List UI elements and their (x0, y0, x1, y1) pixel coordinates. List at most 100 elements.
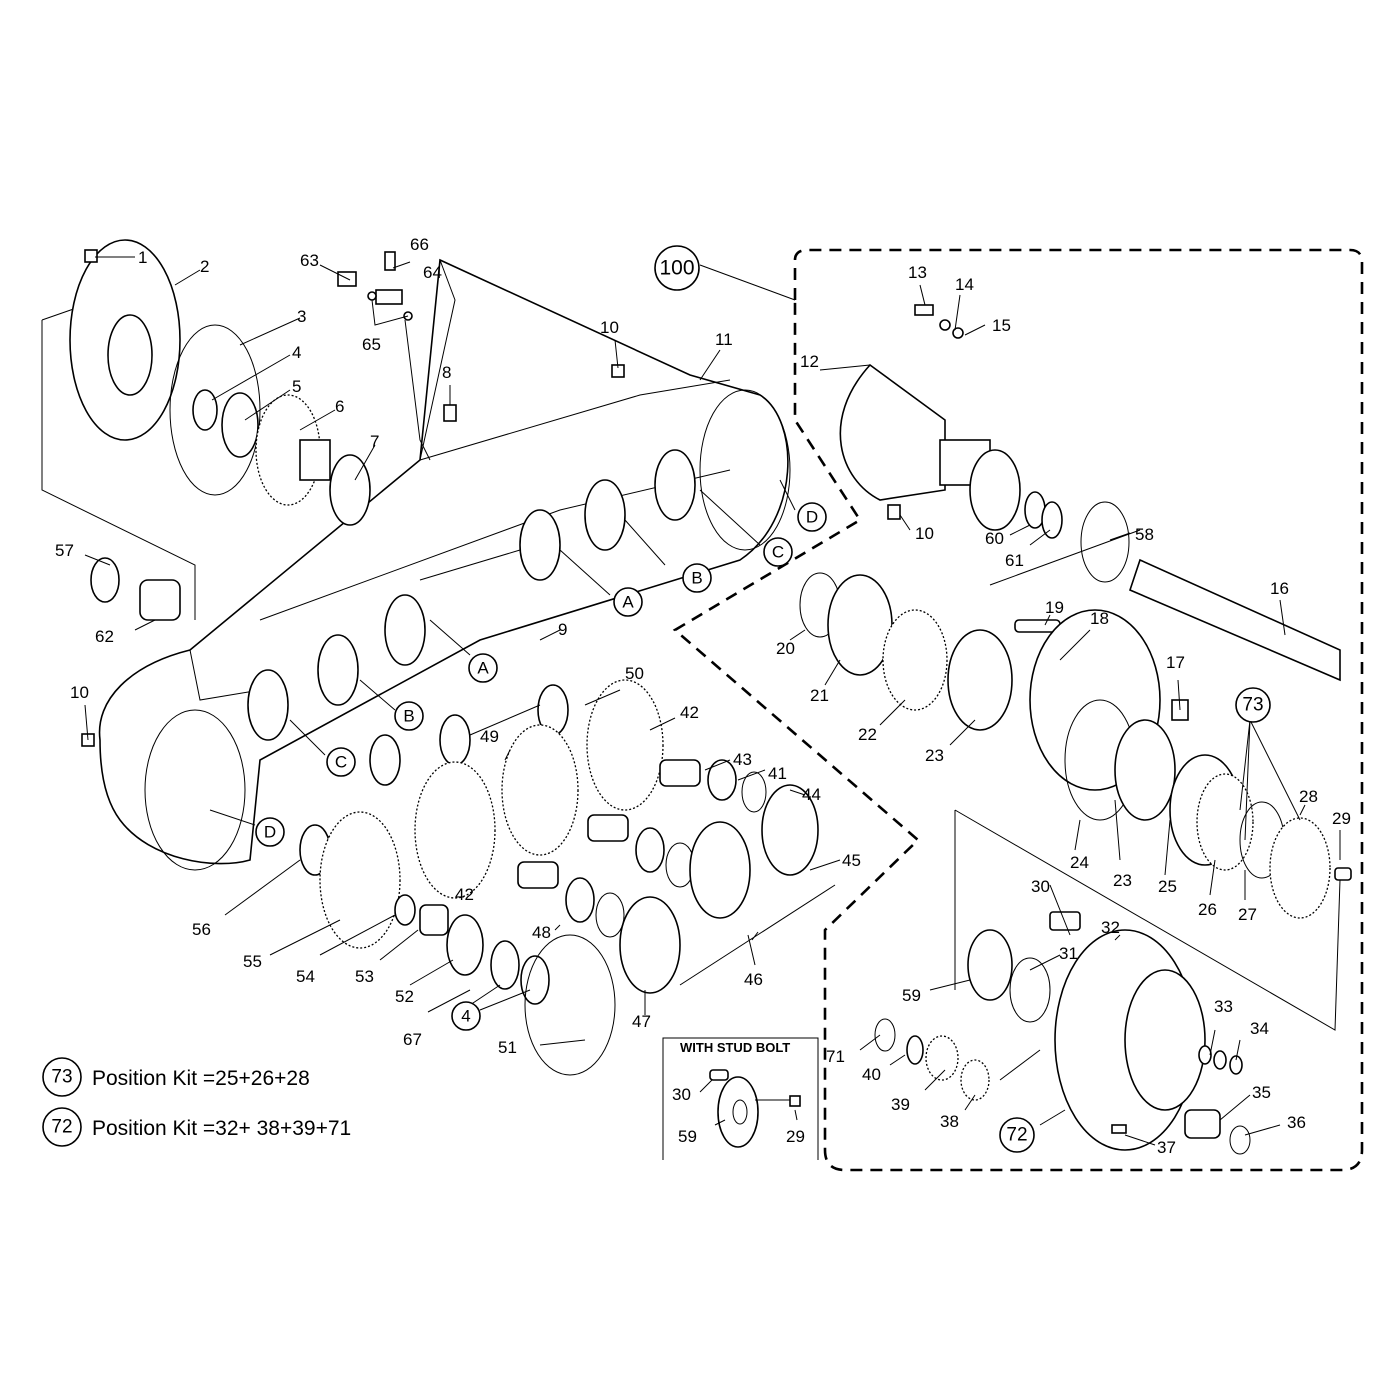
callout-56: 56 (192, 920, 211, 939)
section-markers: A A B B C C D D 100 73 4 72 (255, 245, 1271, 1153)
callout-29: 29 (1332, 809, 1351, 828)
callout-48: 48 (532, 923, 551, 942)
marker-d-upper: D (806, 508, 818, 527)
callout-59-inset: 59 (678, 1127, 697, 1146)
callout-13: 13 (908, 263, 927, 282)
callout-35: 35 (1252, 1083, 1271, 1102)
kit-72-number: 72 (51, 1117, 72, 1138)
callout-20: 20 (776, 639, 795, 658)
marker-c-lower: C (335, 753, 347, 772)
stud-bolt-inset: WITH STUD BOLT 30 59 29 (662, 1037, 819, 1160)
callout-19: 19 (1045, 598, 1064, 617)
callout-37: 37 (1157, 1138, 1176, 1157)
callout-42b: 42 (455, 885, 474, 904)
callout-38: 38 (940, 1112, 959, 1131)
callout-58: 58 (1135, 525, 1154, 544)
final-drive-housing (874, 911, 1251, 1155)
callout-61: 61 (1005, 551, 1024, 570)
callout-32: 32 (1101, 918, 1120, 937)
marker-a-upper: A (622, 593, 634, 612)
callout-51: 51 (498, 1038, 517, 1057)
callout-43: 43 (733, 750, 752, 769)
callout-18: 18 (1090, 609, 1109, 628)
callout-52: 52 (395, 987, 414, 1006)
callout-72-circle: 72 (1006, 1125, 1027, 1146)
callout-14: 14 (955, 275, 974, 294)
callout-30: 30 (1031, 877, 1050, 896)
callout-49: 49 (480, 727, 499, 746)
callout-10-left: 10 (70, 683, 89, 702)
callout-62: 62 (95, 627, 114, 646)
callout-59: 59 (902, 986, 921, 1005)
gear-train (299, 679, 836, 1076)
callout-60: 60 (985, 529, 1004, 548)
callout-45: 45 (842, 851, 861, 870)
callout-24: 24 (1070, 853, 1089, 872)
callout-42: 42 (680, 703, 699, 722)
part-callouts: 1 2 3 4 5 6 7 63 66 64 65 8 10 11 9 57 6… (55, 235, 1351, 1157)
callout-11: 11 (715, 330, 733, 349)
callout-26: 26 (1198, 900, 1217, 919)
callout-10-hub: 10 (915, 524, 934, 543)
callout-41: 41 (768, 764, 787, 783)
callout-57: 57 (55, 541, 74, 560)
gearbox-housing (98, 258, 791, 871)
callout-2: 2 (200, 257, 209, 276)
callout-71: 71 (826, 1047, 845, 1066)
callout-12: 12 (800, 352, 819, 371)
callout-7: 7 (370, 432, 379, 451)
callout-27: 27 (1238, 905, 1257, 924)
hub-assembly (799, 304, 1352, 1031)
callout-4-circle: 4 (461, 1007, 470, 1026)
callout-30-inset: 30 (672, 1085, 691, 1104)
callout-63: 63 (300, 251, 319, 270)
callout-50: 50 (625, 664, 644, 683)
callout-54: 54 (296, 967, 315, 986)
marker-b-lower: B (403, 707, 414, 726)
callout-3: 3 (297, 307, 306, 326)
callout-23: 23 (925, 746, 944, 765)
callout-1: 1 (138, 248, 147, 267)
callout-6: 6 (335, 397, 344, 416)
callout-9: 9 (558, 620, 567, 639)
callout-5: 5 (292, 377, 301, 396)
callout-10: 10 (600, 318, 619, 337)
callout-25: 25 (1158, 877, 1177, 896)
position-kit-legend: 73 Position Kit =25+26+28 72 Position Ki… (42, 1057, 351, 1147)
marker-c-upper: C (772, 543, 784, 562)
kit-72-label: Position Kit =32+ 38+39+71 (92, 1117, 351, 1140)
leader-lines (84, 256, 1341, 1146)
marker-d-lower: D (264, 823, 276, 842)
callout-8: 8 (442, 363, 451, 382)
callout-39: 39 (891, 1095, 910, 1114)
callout-53: 53 (355, 967, 374, 986)
callout-31: 31 (1059, 944, 1078, 963)
callout-29-inset: 29 (786, 1127, 805, 1146)
callout-22: 22 (858, 725, 877, 744)
stud-bolt-title: WITH STUD BOLT (680, 1040, 790, 1055)
callout-15: 15 (992, 316, 1011, 335)
marker-b-upper: B (691, 569, 702, 588)
callout-28: 28 (1299, 787, 1318, 806)
top-fittings (81, 249, 625, 747)
callout-47: 47 (632, 1012, 651, 1031)
callout-66: 66 (410, 235, 429, 254)
kit-73-number: 73 (51, 1067, 72, 1088)
callout-65: 65 (362, 335, 381, 354)
callout-36: 36 (1287, 1113, 1306, 1132)
assembly-100-label: 100 (659, 257, 694, 280)
callout-16: 16 (1270, 579, 1289, 598)
callout-21: 21 (810, 686, 829, 705)
callout-17: 17 (1166, 653, 1185, 672)
callout-34: 34 (1250, 1019, 1269, 1038)
callout-40: 40 (862, 1065, 881, 1084)
marker-a-lower: A (477, 659, 489, 678)
kit-73-label: Position Kit =25+26+28 (92, 1067, 310, 1090)
callout-55: 55 (243, 952, 262, 971)
callout-46: 46 (744, 970, 763, 989)
callout-44: 44 (802, 785, 821, 804)
callout-73-circle: 73 (1242, 695, 1263, 716)
callout-33: 33 (1214, 997, 1233, 1016)
assembly-100-boundary (672, 248, 1364, 1172)
